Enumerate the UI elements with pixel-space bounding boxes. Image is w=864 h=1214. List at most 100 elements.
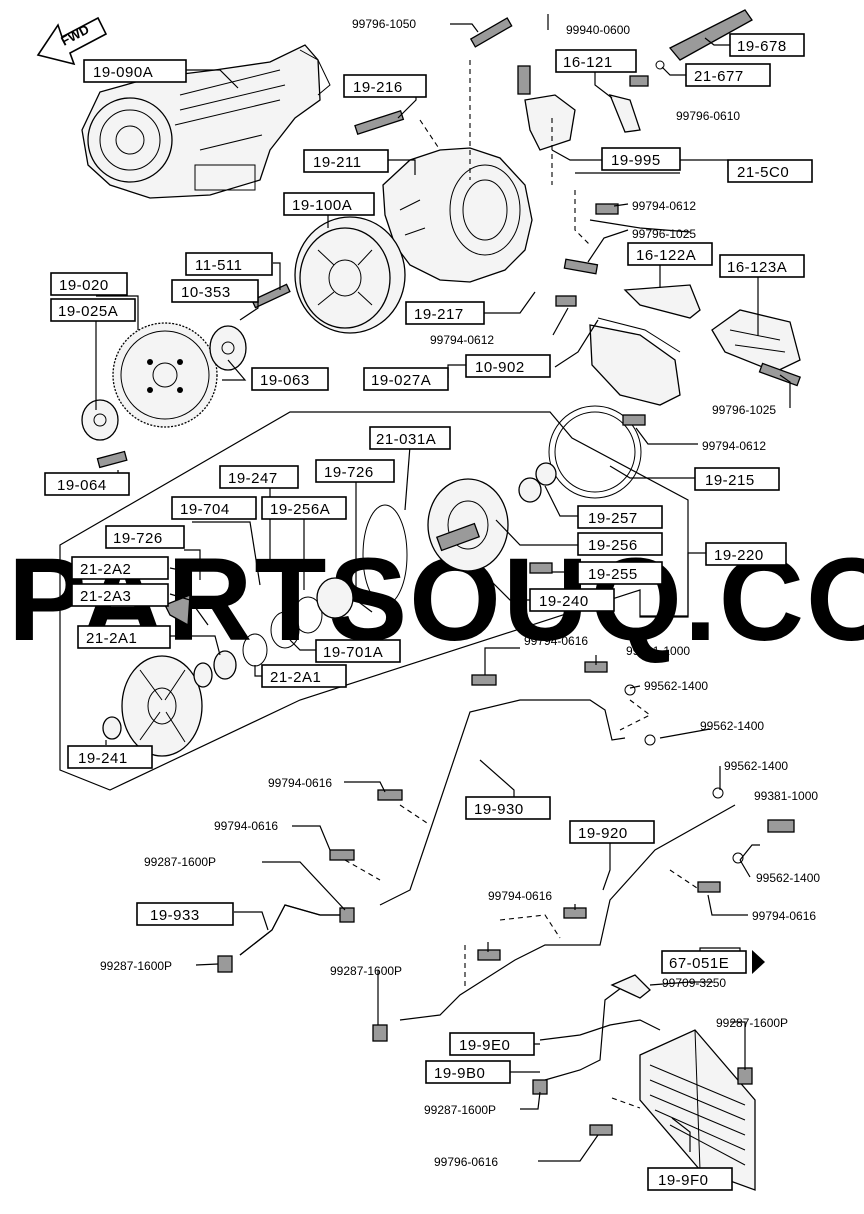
callout-19-211: 19-211 (303, 149, 389, 173)
svg-text:19-256A: 19-256A (270, 501, 330, 518)
svg-text:19-240: 19-240 (539, 593, 589, 610)
callout-19-257: 19-257 (577, 505, 663, 529)
callout-21-2A3: 21-2A3 (71, 583, 169, 607)
group-frame-top (589, 219, 691, 233)
flywheel-drawing (112, 322, 218, 428)
svg-text:19-025A: 19-025A (58, 303, 118, 320)
callout-19-217: 19-217 (405, 301, 485, 325)
svg-text:19-216: 19-216 (353, 79, 403, 96)
callout-19-247: 19-247 (219, 465, 299, 489)
svg-text:19-217: 19-217 (414, 306, 464, 323)
part-number-99709-3250: 99709-3250 (662, 976, 726, 990)
callout-19-9F0: 19-9F0 (647, 1167, 733, 1191)
part-number-99562-1400-b: 99562-1400 (700, 719, 764, 733)
part-number-99796-1025-b: 99796-1025 (712, 403, 776, 417)
callout-19-256A: 19-256A (261, 496, 347, 520)
svg-text:19-701A: 19-701A (323, 644, 383, 661)
part-number-99794-0612-a: 99794-0612 (632, 199, 696, 213)
callout-19-256: 19-256 (577, 532, 663, 556)
callout-19-704: 19-704 (171, 496, 257, 520)
svg-text:19-920: 19-920 (578, 825, 628, 842)
svg-text:19-930: 19-930 (474, 801, 524, 818)
svg-text:19-256: 19-256 (588, 537, 638, 554)
svg-text:10-902: 10-902 (475, 359, 525, 376)
part-number-99796-0616: 99796-0616 (434, 1155, 498, 1169)
group-frame (59, 411, 689, 791)
svg-text:21-2A1: 21-2A1 (270, 669, 321, 686)
callout-19-726-b: 19-726 (105, 525, 185, 549)
part-number-99287-1600P-a: 99287-1600P (144, 855, 216, 869)
part-number-99796-0610: 99796-0610 (676, 109, 740, 123)
callout-19-701A: 19-701A (315, 639, 401, 663)
heat-shield-drawing (711, 309, 801, 373)
sealing-ring-drawing (102, 577, 354, 740)
callout-19-920: 19-920 (569, 820, 655, 844)
bell-housing-drawing (382, 147, 533, 283)
callout-19-726-a: 19-726 (315, 459, 395, 483)
svg-text:19-726: 19-726 (113, 530, 163, 547)
svg-text:21-2A3: 21-2A3 (80, 588, 131, 605)
callout-67-051E: 67-051E (661, 950, 747, 974)
fwd-arrow-icon: FWD (36, 16, 108, 66)
callout-16-122A: 16-122A (627, 242, 713, 266)
svg-text:19-255: 19-255 (588, 566, 638, 583)
callout-16-121: 16-121 (555, 49, 637, 73)
bracket-drawing (623, 284, 701, 319)
cover-plate-drawing (589, 317, 681, 406)
callout-11-511: 11-511 (185, 252, 273, 276)
oil-pump-drawing (427, 478, 509, 572)
callout-10-353: 10-353 (171, 279, 259, 303)
drive-plate-drawing (81, 399, 119, 441)
svg-text:21-031A: 21-031A (376, 431, 436, 448)
gasket-drawing (548, 405, 642, 499)
svg-text:16-121: 16-121 (563, 54, 613, 71)
svg-text:21-5C0: 21-5C0 (737, 164, 789, 181)
callout-21-031A: 21-031A (369, 426, 451, 450)
callout-19-9B0: 19-9B0 (425, 1060, 511, 1084)
oil-cooler-drawing (639, 1029, 756, 1191)
svg-text:19-995: 19-995 (611, 152, 661, 169)
callout-21-2A1-b: 21-2A1 (261, 664, 347, 688)
callout-19-241: 19-241 (67, 745, 153, 769)
svg-text:11-511: 11-511 (195, 257, 242, 274)
callout-19-027A: 19-027A (363, 367, 449, 391)
callout-19-090A: 19-090A (83, 59, 187, 83)
svg-text:19-678: 19-678 (737, 38, 787, 55)
svg-text:21-2A1: 21-2A1 (86, 630, 137, 647)
callout-19-678: 19-678 (729, 33, 805, 57)
svg-text:19-063: 19-063 (260, 372, 310, 389)
part-number-99287-1600P-d: 99287-1600P (716, 1016, 788, 1030)
part-number-99794-0616-e: 99794-0616 (752, 909, 816, 923)
svg-text:19-9B0: 19-9B0 (434, 1065, 485, 1082)
part-number-99287-1600P-e: 99287-1600P (424, 1103, 496, 1117)
callout-19-240: 19-240 (529, 588, 615, 612)
o-ring-drawing (362, 504, 408, 606)
callout-21-2A2: 21-2A2 (71, 556, 169, 580)
callout-10-902: 10-902 (465, 354, 551, 378)
callout-19-995: 19-995 (601, 147, 681, 171)
svg-text:21-2A2: 21-2A2 (80, 561, 131, 578)
oil-pipe-drawing (379, 699, 736, 1081)
svg-text:19-247: 19-247 (228, 470, 278, 487)
callout-21-677: 21-677 (685, 63, 771, 87)
part-number-99381-1000-a: 99381-1000 (626, 644, 690, 658)
part-number-99381-1000-b: 99381-1000 (754, 789, 818, 803)
svg-text:16-122A: 16-122A (636, 247, 696, 264)
svg-text:19-211: 19-211 (313, 154, 362, 171)
callout-21-5C0: 21-5C0 (727, 159, 813, 183)
leader-lines (84, 14, 791, 1162)
svg-text:10-353: 10-353 (181, 284, 231, 301)
part-number-99562-1400-c: 99562-1400 (724, 759, 788, 773)
svg-text:19-704: 19-704 (180, 501, 230, 518)
svg-text:21-677: 21-677 (694, 68, 744, 85)
callout-21-2A1-a: 21-2A1 (77, 625, 171, 649)
part-number-99794-0612-c: 99794-0612 (702, 439, 766, 453)
part-number-99287-1600P-c: 99287-1600P (330, 964, 402, 978)
svg-text:67-051E: 67-051E (669, 955, 729, 972)
callout-19-933: 19-933 (136, 902, 234, 926)
callout-19-100A: 19-100A (283, 192, 375, 216)
svg-text:19-9E0: 19-9E0 (459, 1037, 510, 1054)
svg-text:19-215: 19-215 (705, 472, 755, 489)
part-number-99794-0616-a: 99794-0616 (524, 634, 588, 648)
